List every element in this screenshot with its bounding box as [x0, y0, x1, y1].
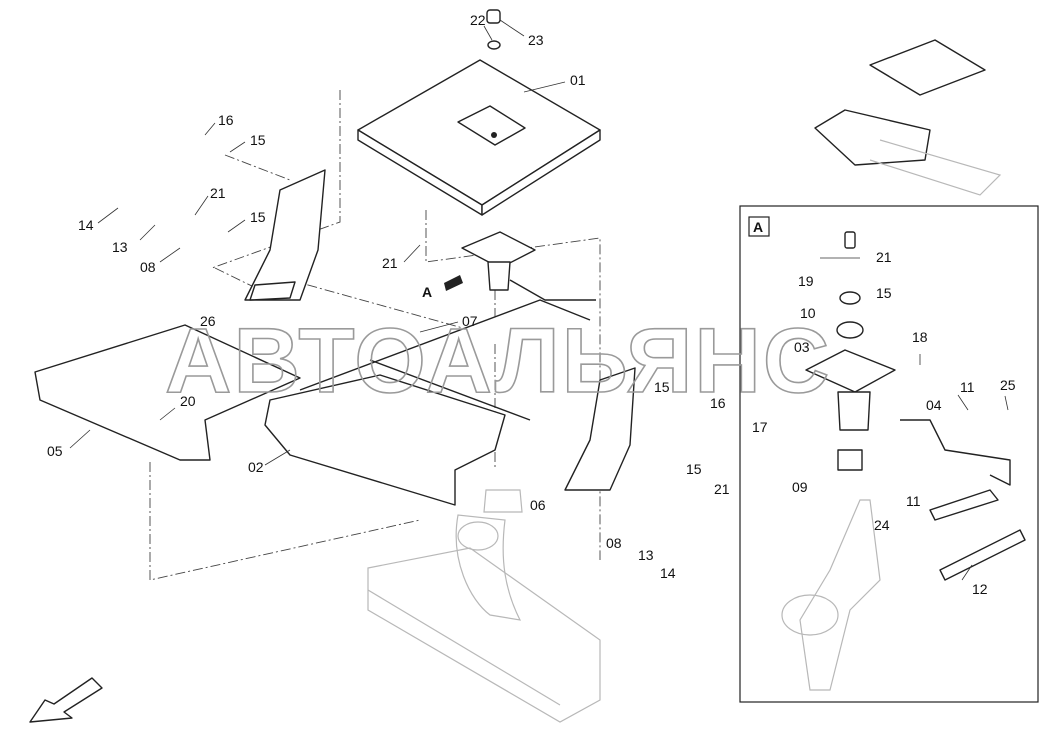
callout: 15: [250, 209, 266, 225]
callout: 07: [462, 313, 478, 329]
callout: 15: [654, 379, 670, 395]
callout: 11: [960, 379, 975, 395]
callout-labels: 22 23 01 16 15 21 15 14 13 08 26 07 21 0…: [47, 12, 1016, 597]
watermark: АВТОАЛЬЯНС: [165, 310, 831, 412]
nut-23: [486, 9, 501, 50]
callout: 18: [912, 329, 928, 345]
callout: 08: [606, 535, 622, 551]
callout: 21: [876, 249, 892, 265]
callout: 23: [528, 32, 544, 48]
callout: 19: [798, 273, 814, 289]
view-arrow-a: A: [422, 275, 463, 300]
callout: 26: [200, 313, 216, 329]
callout: 10: [800, 305, 816, 321]
callout: 04: [926, 397, 942, 413]
floor-plate-05: [34, 324, 301, 461]
callout: 08: [140, 259, 156, 275]
callout: 20: [180, 393, 196, 409]
callout: 15: [686, 461, 702, 477]
callout: 02: [248, 459, 264, 475]
footrest-frame-02: [264, 299, 591, 506]
swivel-mechanism: [461, 231, 596, 301]
assembly-thumbnail: [814, 39, 1002, 196]
detail-parts: [781, 231, 1026, 691]
callout: 03: [794, 339, 810, 355]
callout: 14: [78, 217, 94, 233]
callout: 12: [972, 581, 988, 597]
callout: 22: [470, 12, 486, 28]
callout: 01: [570, 72, 586, 88]
callout: 11: [906, 493, 921, 509]
callout: 05: [47, 443, 63, 459]
bracket-06: [564, 367, 636, 491]
ghost-frame-rail: [367, 489, 601, 723]
callout: 16: [218, 112, 234, 128]
view-marker: A: [422, 284, 432, 300]
callout: 06: [530, 497, 546, 513]
callout: 21: [210, 185, 226, 201]
callout: 14: [660, 565, 676, 581]
callout: 24: [874, 517, 890, 533]
direction-arrow-icon: [29, 677, 103, 723]
seat-plate-01: [357, 59, 601, 216]
callout: 15: [250, 132, 266, 148]
callout: 17: [752, 419, 768, 435]
callout: 16: [710, 395, 726, 411]
callout: 21: [714, 481, 730, 497]
callout: 21: [382, 255, 398, 271]
detail-box-a: [739, 205, 1039, 703]
callout: 09: [792, 479, 808, 495]
callout: 25: [1000, 377, 1016, 393]
callout: 13: [112, 239, 128, 255]
callout: 13: [638, 547, 654, 563]
inset-label: A: [753, 219, 763, 235]
leader-lines: [69, 19, 1009, 581]
bracket-26: [244, 169, 326, 301]
callout: 15: [876, 285, 892, 301]
